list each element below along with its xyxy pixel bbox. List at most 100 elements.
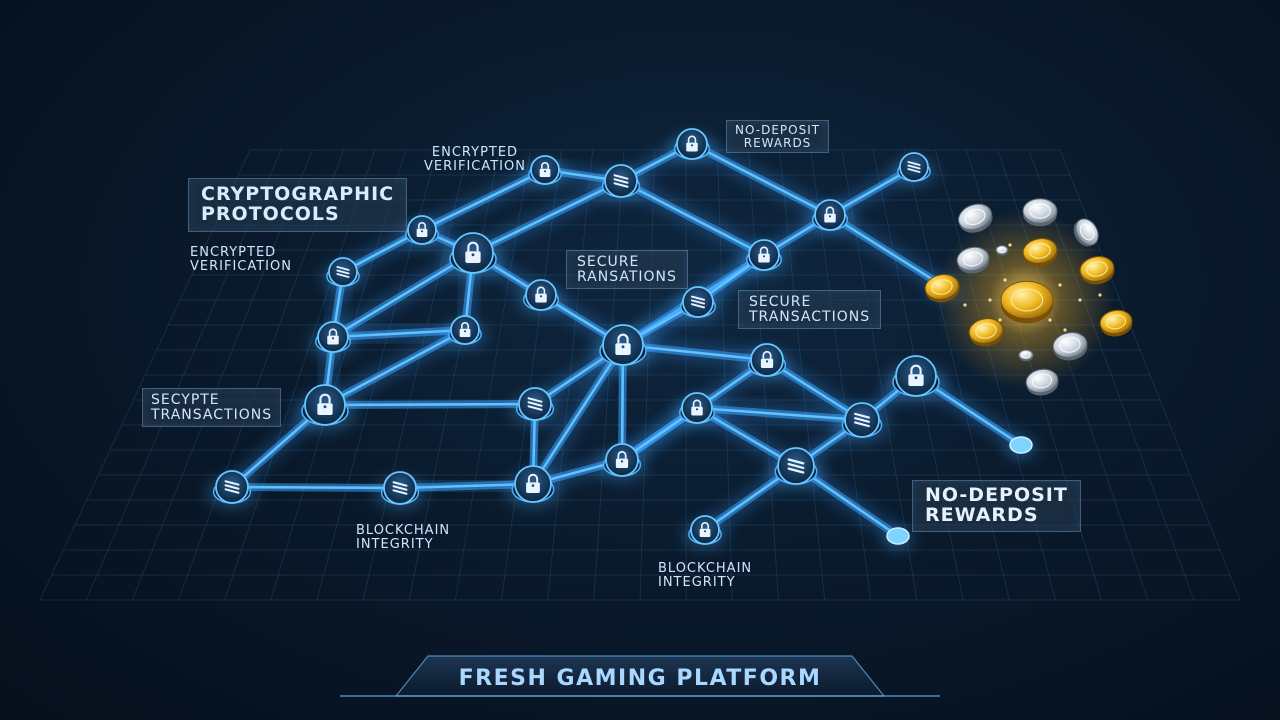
grid-line bbox=[408, 149, 500, 601]
lock-icon bbox=[691, 399, 703, 416]
coin-icon bbox=[1018, 349, 1034, 362]
lock-icon bbox=[459, 322, 471, 337]
coin-icon bbox=[1025, 368, 1059, 396]
label-no-deposit-rewards-bottom: NO-DEPOSIT REWARDS bbox=[912, 480, 1081, 532]
lock-node bbox=[741, 239, 787, 274]
lock-node bbox=[743, 343, 791, 380]
lock-node bbox=[674, 392, 720, 427]
lock-icon bbox=[615, 450, 629, 468]
grid-line bbox=[779, 149, 825, 601]
lock-icon bbox=[686, 135, 698, 152]
network-link bbox=[226, 481, 406, 494]
sparkle bbox=[1048, 318, 1052, 322]
label-encrypted-verification-top: ENCRYPTED VERIFICATION bbox=[424, 145, 526, 174]
block-node bbox=[376, 471, 424, 508]
sparkle bbox=[1003, 278, 1007, 282]
lock-icon bbox=[416, 222, 428, 237]
grid-line bbox=[501, 149, 562, 601]
network-link bbox=[467, 175, 627, 259]
grid-line bbox=[716, 149, 733, 601]
network-link bbox=[416, 164, 551, 236]
grid-line bbox=[362, 149, 469, 601]
footer-panel bbox=[340, 655, 940, 697]
lock-node bbox=[444, 315, 486, 348]
block-icon bbox=[224, 480, 240, 494]
block-node bbox=[675, 286, 721, 321]
lock-node bbox=[295, 384, 355, 430]
coin-icon bbox=[1073, 218, 1099, 247]
label-secure-transactions: SECURE TRANSACTIONS bbox=[738, 290, 882, 330]
sparkle bbox=[1078, 298, 1082, 302]
lock-icon bbox=[824, 206, 836, 223]
network-link bbox=[527, 339, 629, 490]
block-icon bbox=[613, 174, 629, 188]
block-icon bbox=[690, 295, 706, 309]
block-icon bbox=[527, 397, 543, 411]
coin-icon bbox=[1079, 256, 1115, 285]
lock-icon bbox=[908, 364, 924, 386]
coin-icon bbox=[1052, 332, 1088, 361]
network-link bbox=[615, 175, 770, 261]
network-link bbox=[327, 324, 471, 343]
block-icon bbox=[787, 458, 805, 474]
block-icon bbox=[854, 412, 870, 428]
lock-icon bbox=[760, 350, 774, 368]
lock-node bbox=[443, 232, 503, 278]
coin-icon bbox=[957, 203, 993, 233]
lock-node bbox=[669, 128, 715, 163]
end-node bbox=[1006, 436, 1036, 458]
network-link bbox=[319, 324, 471, 411]
block-node bbox=[769, 447, 823, 489]
sparkle bbox=[1098, 293, 1102, 297]
block-node bbox=[597, 164, 645, 202]
lock-node bbox=[518, 279, 564, 314]
lock-icon bbox=[526, 473, 540, 493]
lock-node bbox=[684, 515, 726, 548]
label-cryptographic-protocols: CRYPTOGRAPHIC PROTOCOLS bbox=[188, 178, 408, 232]
label-secypte-transactions: SECYPTE TRANSACTIONS bbox=[142, 388, 282, 428]
lock-icon bbox=[535, 286, 547, 303]
coin-icon bbox=[968, 318, 1004, 347]
coin-icon bbox=[1099, 309, 1133, 337]
label-no-deposit-rewards-top: NO-DEPOSIT REWARDS bbox=[726, 120, 830, 154]
sparkle bbox=[998, 318, 1002, 322]
sparkle bbox=[1058, 283, 1062, 287]
label-blockchain-integrity-left: BLOCKCHAIN INTEGRITY bbox=[356, 523, 451, 552]
network-link bbox=[686, 138, 836, 221]
coin-icon bbox=[1022, 198, 1058, 227]
network-link bbox=[319, 398, 541, 411]
network-nodes bbox=[208, 128, 1036, 549]
sparkle bbox=[963, 303, 967, 307]
lock-icon bbox=[758, 246, 770, 263]
footer-title: FRESH GAMING PLATFORM bbox=[458, 666, 822, 691]
lock-node bbox=[886, 355, 946, 401]
lock-node bbox=[807, 199, 853, 234]
block-icon bbox=[336, 266, 350, 278]
block-node bbox=[511, 387, 559, 424]
lock-node bbox=[310, 321, 356, 356]
sparkle bbox=[1063, 328, 1067, 332]
label-secure-ransations: SECURE RANSATIONS bbox=[566, 250, 688, 290]
end-node bbox=[883, 527, 913, 549]
block-node bbox=[322, 257, 364, 290]
grid-line bbox=[639, 149, 656, 601]
lock-icon bbox=[699, 522, 711, 537]
lock-node bbox=[524, 155, 566, 188]
block-node bbox=[893, 152, 935, 185]
block-node bbox=[836, 402, 888, 442]
sparkle bbox=[988, 298, 992, 302]
block-node bbox=[208, 470, 256, 507]
lock-node bbox=[593, 324, 653, 370]
coin-cluster bbox=[924, 198, 1133, 396]
block-icon bbox=[392, 481, 408, 495]
block-icon bbox=[907, 161, 921, 173]
coin-icon bbox=[1000, 280, 1054, 324]
lock-node bbox=[598, 443, 646, 480]
lock-icon bbox=[615, 333, 631, 355]
coin-icon bbox=[924, 274, 960, 303]
label-blockchain-integrity-bottom: BLOCKCHAIN INTEGRITY bbox=[658, 561, 753, 590]
lock-icon bbox=[327, 328, 339, 345]
coin-icon bbox=[1022, 238, 1058, 267]
lock-node bbox=[506, 465, 560, 507]
